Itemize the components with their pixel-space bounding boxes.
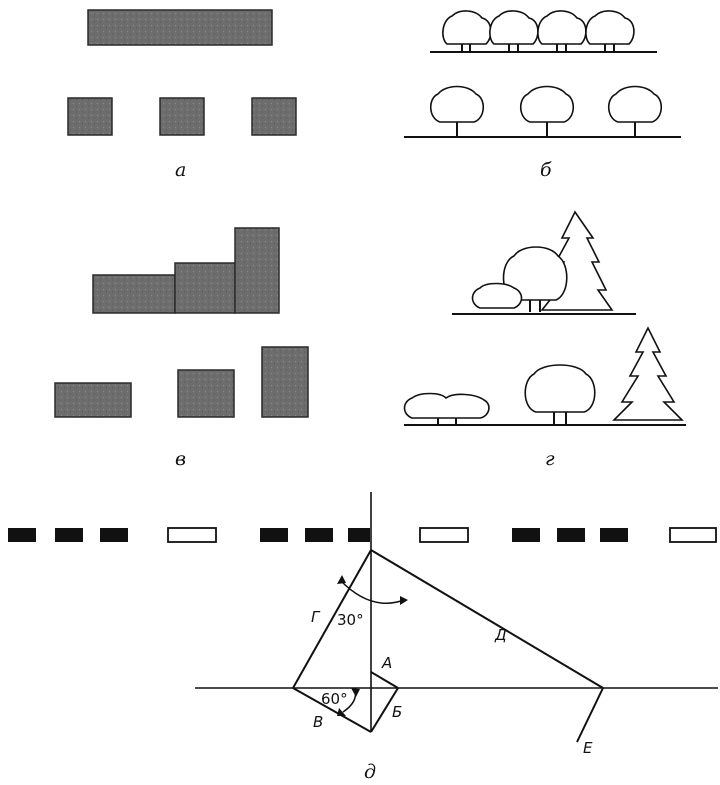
stepped-blocks (93, 228, 279, 313)
fir-tree-icon (614, 328, 682, 420)
tree-icon (490, 11, 538, 52)
step-mid (175, 263, 235, 313)
label-v: В (313, 713, 323, 731)
solid-dash (55, 528, 83, 542)
panel-b: б (404, 11, 681, 181)
open-dash (420, 528, 468, 542)
label-d: Д (494, 626, 507, 644)
block-wide (55, 383, 131, 417)
caption-g: г (545, 448, 555, 470)
line-e (577, 688, 603, 742)
tree-row-sparse (431, 87, 662, 138)
angle-30: 30° (337, 611, 364, 629)
line-a (371, 672, 398, 688)
tree-icon (586, 11, 634, 52)
arrow-head-icon (351, 688, 360, 697)
arrow-head-icon (337, 708, 346, 716)
caption-v: в (175, 448, 186, 470)
tree-icon (443, 11, 491, 52)
tree-icon (431, 87, 484, 138)
shrub-icon (405, 394, 489, 426)
step-low (93, 275, 175, 313)
tree-icon (521, 87, 574, 138)
open-dash (670, 528, 716, 542)
solid-dash (512, 528, 540, 542)
block-square (178, 370, 234, 417)
line-d (371, 550, 603, 688)
tree-icon (525, 365, 595, 425)
tree-icon (609, 87, 662, 138)
dashed-boundary (8, 528, 716, 542)
solid-dash (348, 528, 370, 542)
block-square-2 (160, 98, 204, 135)
angle-arc-top (340, 580, 404, 603)
open-dash (168, 528, 216, 542)
separated-planting (405, 328, 683, 425)
label-a: А (381, 654, 392, 672)
solid-dash (557, 528, 585, 542)
tree-icon (538, 11, 586, 52)
solid-dash (260, 528, 288, 542)
block-square-3 (252, 98, 296, 135)
layered-planting (473, 212, 613, 312)
arrow-head-icon (337, 575, 346, 584)
panel-v: в (55, 228, 308, 470)
label-b: Б (392, 703, 402, 721)
block-tall (262, 347, 308, 417)
angle-60: 60° (321, 690, 348, 708)
step-high (235, 228, 279, 313)
label-e: Е (583, 739, 593, 757)
panel-d: Г 30° Д А 60° Б В Е д (8, 492, 718, 783)
tree-row-dense (443, 11, 634, 52)
label-g: Г (311, 608, 321, 626)
block-long (88, 10, 272, 45)
panel-g: г (404, 212, 686, 470)
block-square-1 (68, 98, 112, 135)
caption-d: д (364, 761, 376, 783)
shrub-icon (473, 284, 522, 309)
solid-dash (600, 528, 628, 542)
caption-a: а (175, 159, 186, 181)
solid-dash (305, 528, 333, 542)
panel-a: а (68, 10, 296, 181)
solid-dash (100, 528, 128, 542)
solid-dash (8, 528, 36, 542)
arrow-head-icon (400, 596, 408, 605)
caption-b: б (540, 159, 552, 181)
